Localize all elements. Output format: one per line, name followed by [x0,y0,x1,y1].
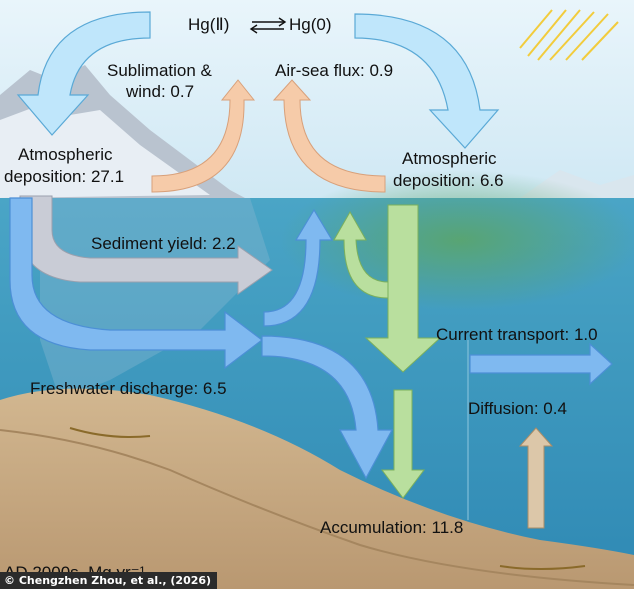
diffusion-arrow [518,427,554,529]
accumulation-label: Accumulation: 11.8 [320,518,464,537]
atm-deposition-right-line2: deposition: 6.6 [393,171,504,190]
sublimation-label-line2: wind: 0.7 [126,82,195,101]
current-transport-label: Current transport: 1.0 [436,325,598,344]
air-sea-flux-label: Air-sea flux: 0.9 [275,61,394,80]
sun-rays [519,9,619,61]
sediment-streak-2 [499,565,586,570]
atm-deposition-right-line1: Atmospheric [402,149,497,168]
hg-equilibrium-arrows [249,17,287,34]
freshwater-discharge-label: Freshwater discharge: 6.5 [30,379,227,398]
sediment-yield-label: Sediment yield: 2.2 [91,234,236,253]
air-sea-flux-arrow [272,79,386,193]
green-accumulation-arrow [381,389,425,499]
green-branch-arrow [333,210,389,299]
seabed [0,388,634,589]
sediment-uplift-arrow [263,208,334,327]
hg-0-label: Hg(0) [289,15,332,34]
hg-ii-label: Hg(Ⅱ) [188,15,230,34]
atm-deposition-left-line1: Atmospheric [18,145,113,164]
atm-deposition-right-arrow [354,13,500,149]
diffusion-label: Diffusion: 0.4 [468,399,567,418]
sediment-streak-1 [69,427,151,438]
current-transport-arrow [469,342,613,386]
seabed-layer [0,429,634,586]
credit-badge: © Chengzhen Zhou, et al., (2026) [0,572,218,589]
sublimation-label-line1: Sublimation & [107,61,212,80]
atm-deposition-left-arrow [16,11,151,136]
freshwater-to-accumulation-arrow [261,335,394,480]
sublimation-arrow [151,79,256,193]
green-vertical-arrow [364,204,442,373]
algae-bloom [280,170,634,310]
atm-deposition-left-line2: deposition: 27.1 [4,167,125,186]
